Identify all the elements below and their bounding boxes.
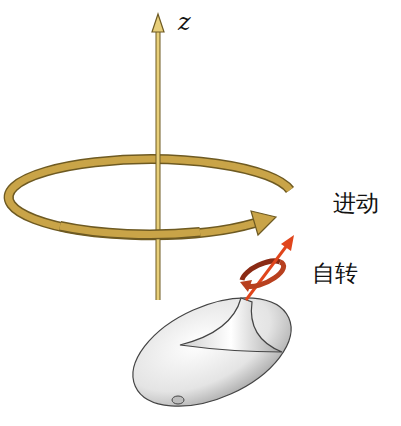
axis-label: z xyxy=(178,10,191,34)
z-arrowhead xyxy=(152,14,164,32)
top-disk xyxy=(117,276,308,426)
precession-label: 进动 xyxy=(333,192,379,215)
precession-arrowhead xyxy=(251,211,276,235)
spin-axis xyxy=(246,244,288,300)
top-tip xyxy=(172,396,184,404)
top-stem xyxy=(180,298,282,352)
precession-ring-edge xyxy=(9,159,290,235)
spin-ring-arrowhead xyxy=(240,280,252,292)
spin-arrowhead xyxy=(281,235,294,251)
z-axis-edge xyxy=(156,30,161,300)
precession-ring xyxy=(9,159,290,235)
precession-ring-front xyxy=(60,226,200,234)
spin-ring-front xyxy=(246,262,284,287)
spin-label: 自转 xyxy=(312,262,358,285)
precession-ring-front-edge xyxy=(60,226,200,234)
z-axis xyxy=(157,30,160,300)
